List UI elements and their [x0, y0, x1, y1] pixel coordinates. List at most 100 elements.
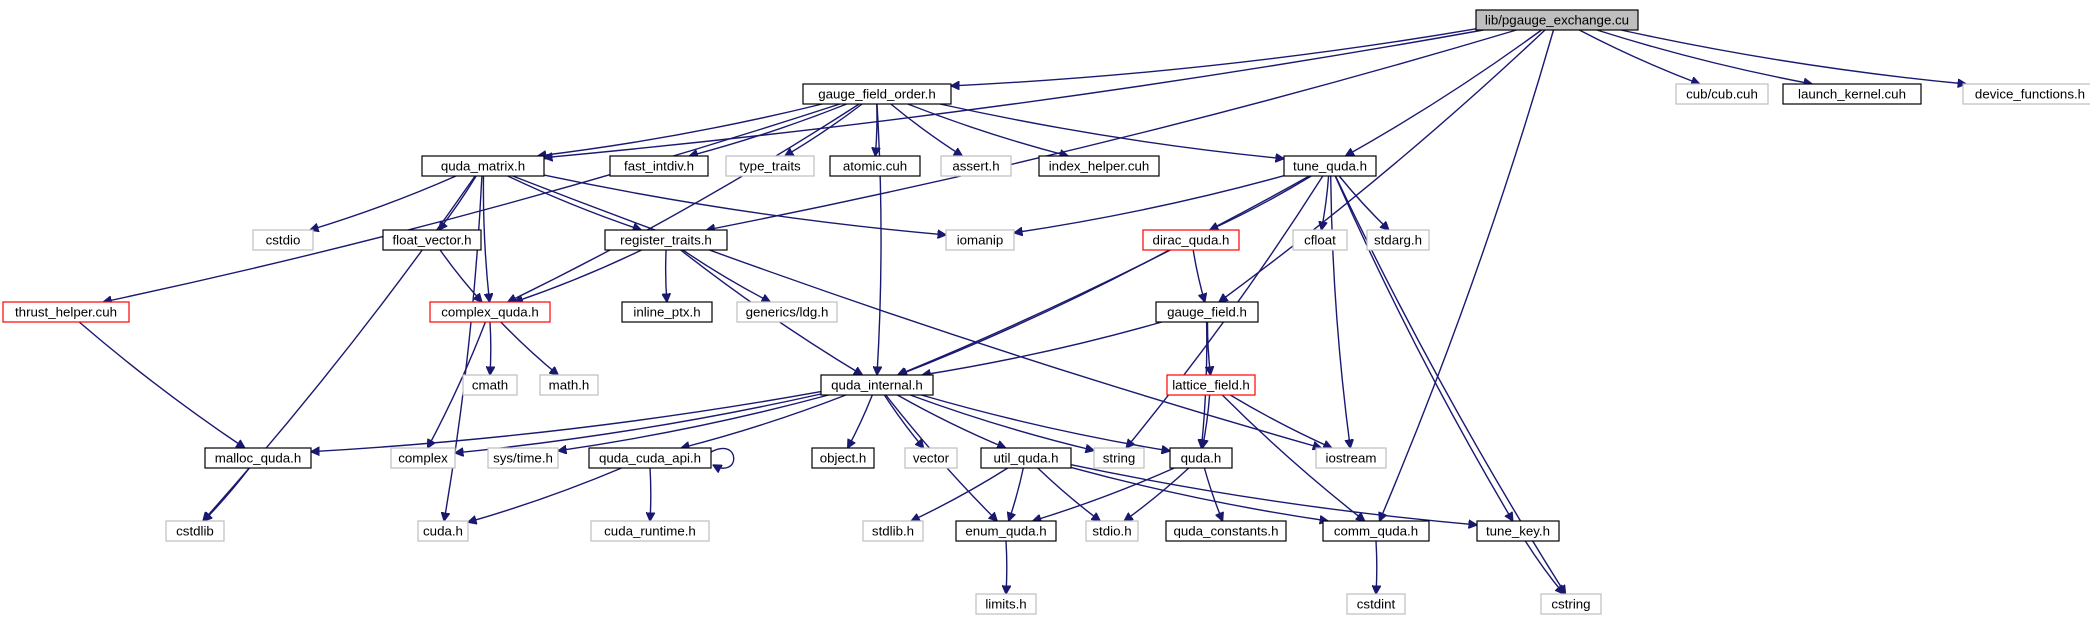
node-box[interactable] [1142, 229, 1240, 251]
node-gfo[interactable]: gauge_field_order.h [802, 83, 952, 105]
node-rt[interactable]: register_traits.h [604, 229, 728, 251]
node-box[interactable] [1366, 229, 1430, 251]
node-box[interactable] [820, 374, 934, 396]
node-box[interactable] [429, 301, 551, 323]
node-box[interactable] [829, 155, 921, 177]
node-box[interactable] [1346, 593, 1406, 615]
node-ih[interactable]: index_helper.cuh [1038, 155, 1160, 177]
node-box[interactable] [1292, 229, 1348, 251]
node-vector[interactable]: vector [904, 447, 958, 469]
node-fid[interactable]: fast_intdiv.h [609, 155, 709, 177]
node-devf[interactable]: device_functions.h [1962, 83, 2090, 105]
node-box[interactable] [390, 447, 456, 469]
node-assert[interactable]: assert.h [940, 155, 1012, 177]
node-box[interactable] [980, 447, 1072, 469]
node-atom[interactable]: atomic.cuh [829, 155, 921, 177]
node-stdioh[interactable]: stdio.h [1085, 520, 1139, 542]
node-box[interactable] [1782, 83, 1922, 105]
node-stdarg[interactable]: stdarg.h [1366, 229, 1430, 251]
node-box[interactable] [1169, 447, 1233, 469]
node-limits[interactable]: limits.h [975, 593, 1037, 615]
node-box[interactable] [604, 229, 728, 251]
node-box[interactable] [621, 301, 713, 323]
node-iptx[interactable]: inline_ptx.h [621, 301, 713, 323]
node-th[interactable]: thrust_helper.cuh [2, 301, 130, 323]
node-cstdio[interactable]: cstdio [252, 229, 314, 251]
node-box[interactable] [736, 301, 838, 323]
node-complex[interactable]: complex [390, 447, 456, 469]
node-cmath[interactable]: cmath [462, 374, 518, 396]
node-qc[interactable]: quda_constants.h [1165, 520, 1287, 542]
node-box[interactable] [975, 593, 1037, 615]
node-box[interactable] [811, 447, 875, 469]
node-box[interactable] [1540, 593, 1602, 615]
node-box[interactable] [1038, 155, 1160, 177]
node-box[interactable] [945, 229, 1015, 251]
node-fv[interactable]: float_vector.h [382, 229, 482, 251]
node-box[interactable] [588, 447, 712, 469]
node-cudah[interactable]: cuda.h [417, 520, 469, 542]
node-box[interactable] [940, 155, 1012, 177]
node-cudart[interactable]: cuda_runtime.h [590, 520, 710, 542]
node-box[interactable] [1085, 520, 1139, 542]
node-box[interactable] [417, 520, 469, 542]
node-box[interactable] [904, 447, 958, 469]
node-box[interactable] [487, 447, 559, 469]
node-box[interactable] [609, 155, 709, 177]
node-lf[interactable]: lattice_field.h [1166, 374, 1256, 396]
node-box[interactable] [382, 229, 482, 251]
node-lk[interactable]: launch_kernel.cuh [1782, 83, 1922, 105]
node-gf[interactable]: gauge_field.h [1155, 301, 1259, 323]
node-box[interactable] [1322, 520, 1430, 542]
node-box[interactable] [955, 520, 1057, 542]
node-tq[interactable]: tune_quda.h [1283, 155, 1377, 177]
node-box[interactable] [1166, 374, 1256, 396]
node-ldg[interactable]: generics/ldg.h [736, 301, 838, 323]
node-box[interactable] [1093, 447, 1145, 469]
node-qi[interactable]: quda_internal.h [820, 374, 934, 396]
node-mathh[interactable]: math.h [539, 374, 599, 396]
node-box[interactable] [1675, 83, 1769, 105]
node-box[interactable] [1475, 9, 1639, 31]
node-stdlibh[interactable]: stdlib.h [862, 520, 924, 542]
node-box[interactable] [1962, 83, 2090, 105]
node-box[interactable] [2, 301, 130, 323]
node-cub[interactable]: cub/cub.cuh [1675, 83, 1769, 105]
node-box[interactable] [165, 520, 225, 542]
node-box[interactable] [421, 155, 545, 177]
node-cstdlib[interactable]: cstdlib [165, 520, 225, 542]
node-cq[interactable]: complex_quda.h [429, 301, 551, 323]
node-dq[interactable]: dirac_quda.h [1142, 229, 1240, 251]
node-box[interactable] [1155, 301, 1259, 323]
node-box[interactable] [1283, 155, 1377, 177]
node-string[interactable]: string [1093, 447, 1145, 469]
node-eq[interactable]: enum_quda.h [955, 520, 1057, 542]
node-box[interactable] [204, 447, 312, 469]
node-cfloat[interactable]: cfloat [1292, 229, 1348, 251]
node-root[interactable]: lib/pgauge_exchange.cu [1475, 9, 1639, 31]
node-obj[interactable]: object.h [811, 447, 875, 469]
node-cstdint[interactable]: cstdint [1346, 593, 1406, 615]
node-qca[interactable]: quda_cuda_api.h [588, 447, 712, 469]
node-box[interactable] [1165, 520, 1287, 542]
node-tt[interactable]: type_traits [725, 155, 815, 177]
node-iomanip[interactable]: iomanip [945, 229, 1015, 251]
node-cstring[interactable]: cstring [1540, 593, 1602, 615]
node-box[interactable] [862, 520, 924, 542]
node-qm[interactable]: quda_matrix.h [421, 155, 545, 177]
node-box[interactable] [539, 374, 599, 396]
node-systime[interactable]: sys/time.h [487, 447, 559, 469]
node-uq[interactable]: util_quda.h [980, 447, 1072, 469]
node-box[interactable] [802, 83, 952, 105]
node-iostream[interactable]: iostream [1315, 447, 1387, 469]
node-box[interactable] [1476, 520, 1560, 542]
node-quda[interactable]: quda.h [1169, 447, 1233, 469]
node-box[interactable] [252, 229, 314, 251]
node-box[interactable] [590, 520, 710, 542]
node-box[interactable] [462, 374, 518, 396]
node-cmq[interactable]: comm_quda.h [1322, 520, 1430, 542]
node-box[interactable] [725, 155, 815, 177]
node-tk[interactable]: tune_key.h [1476, 520, 1560, 542]
node-box[interactable] [1315, 447, 1387, 469]
node-mq[interactable]: malloc_quda.h [204, 447, 312, 469]
